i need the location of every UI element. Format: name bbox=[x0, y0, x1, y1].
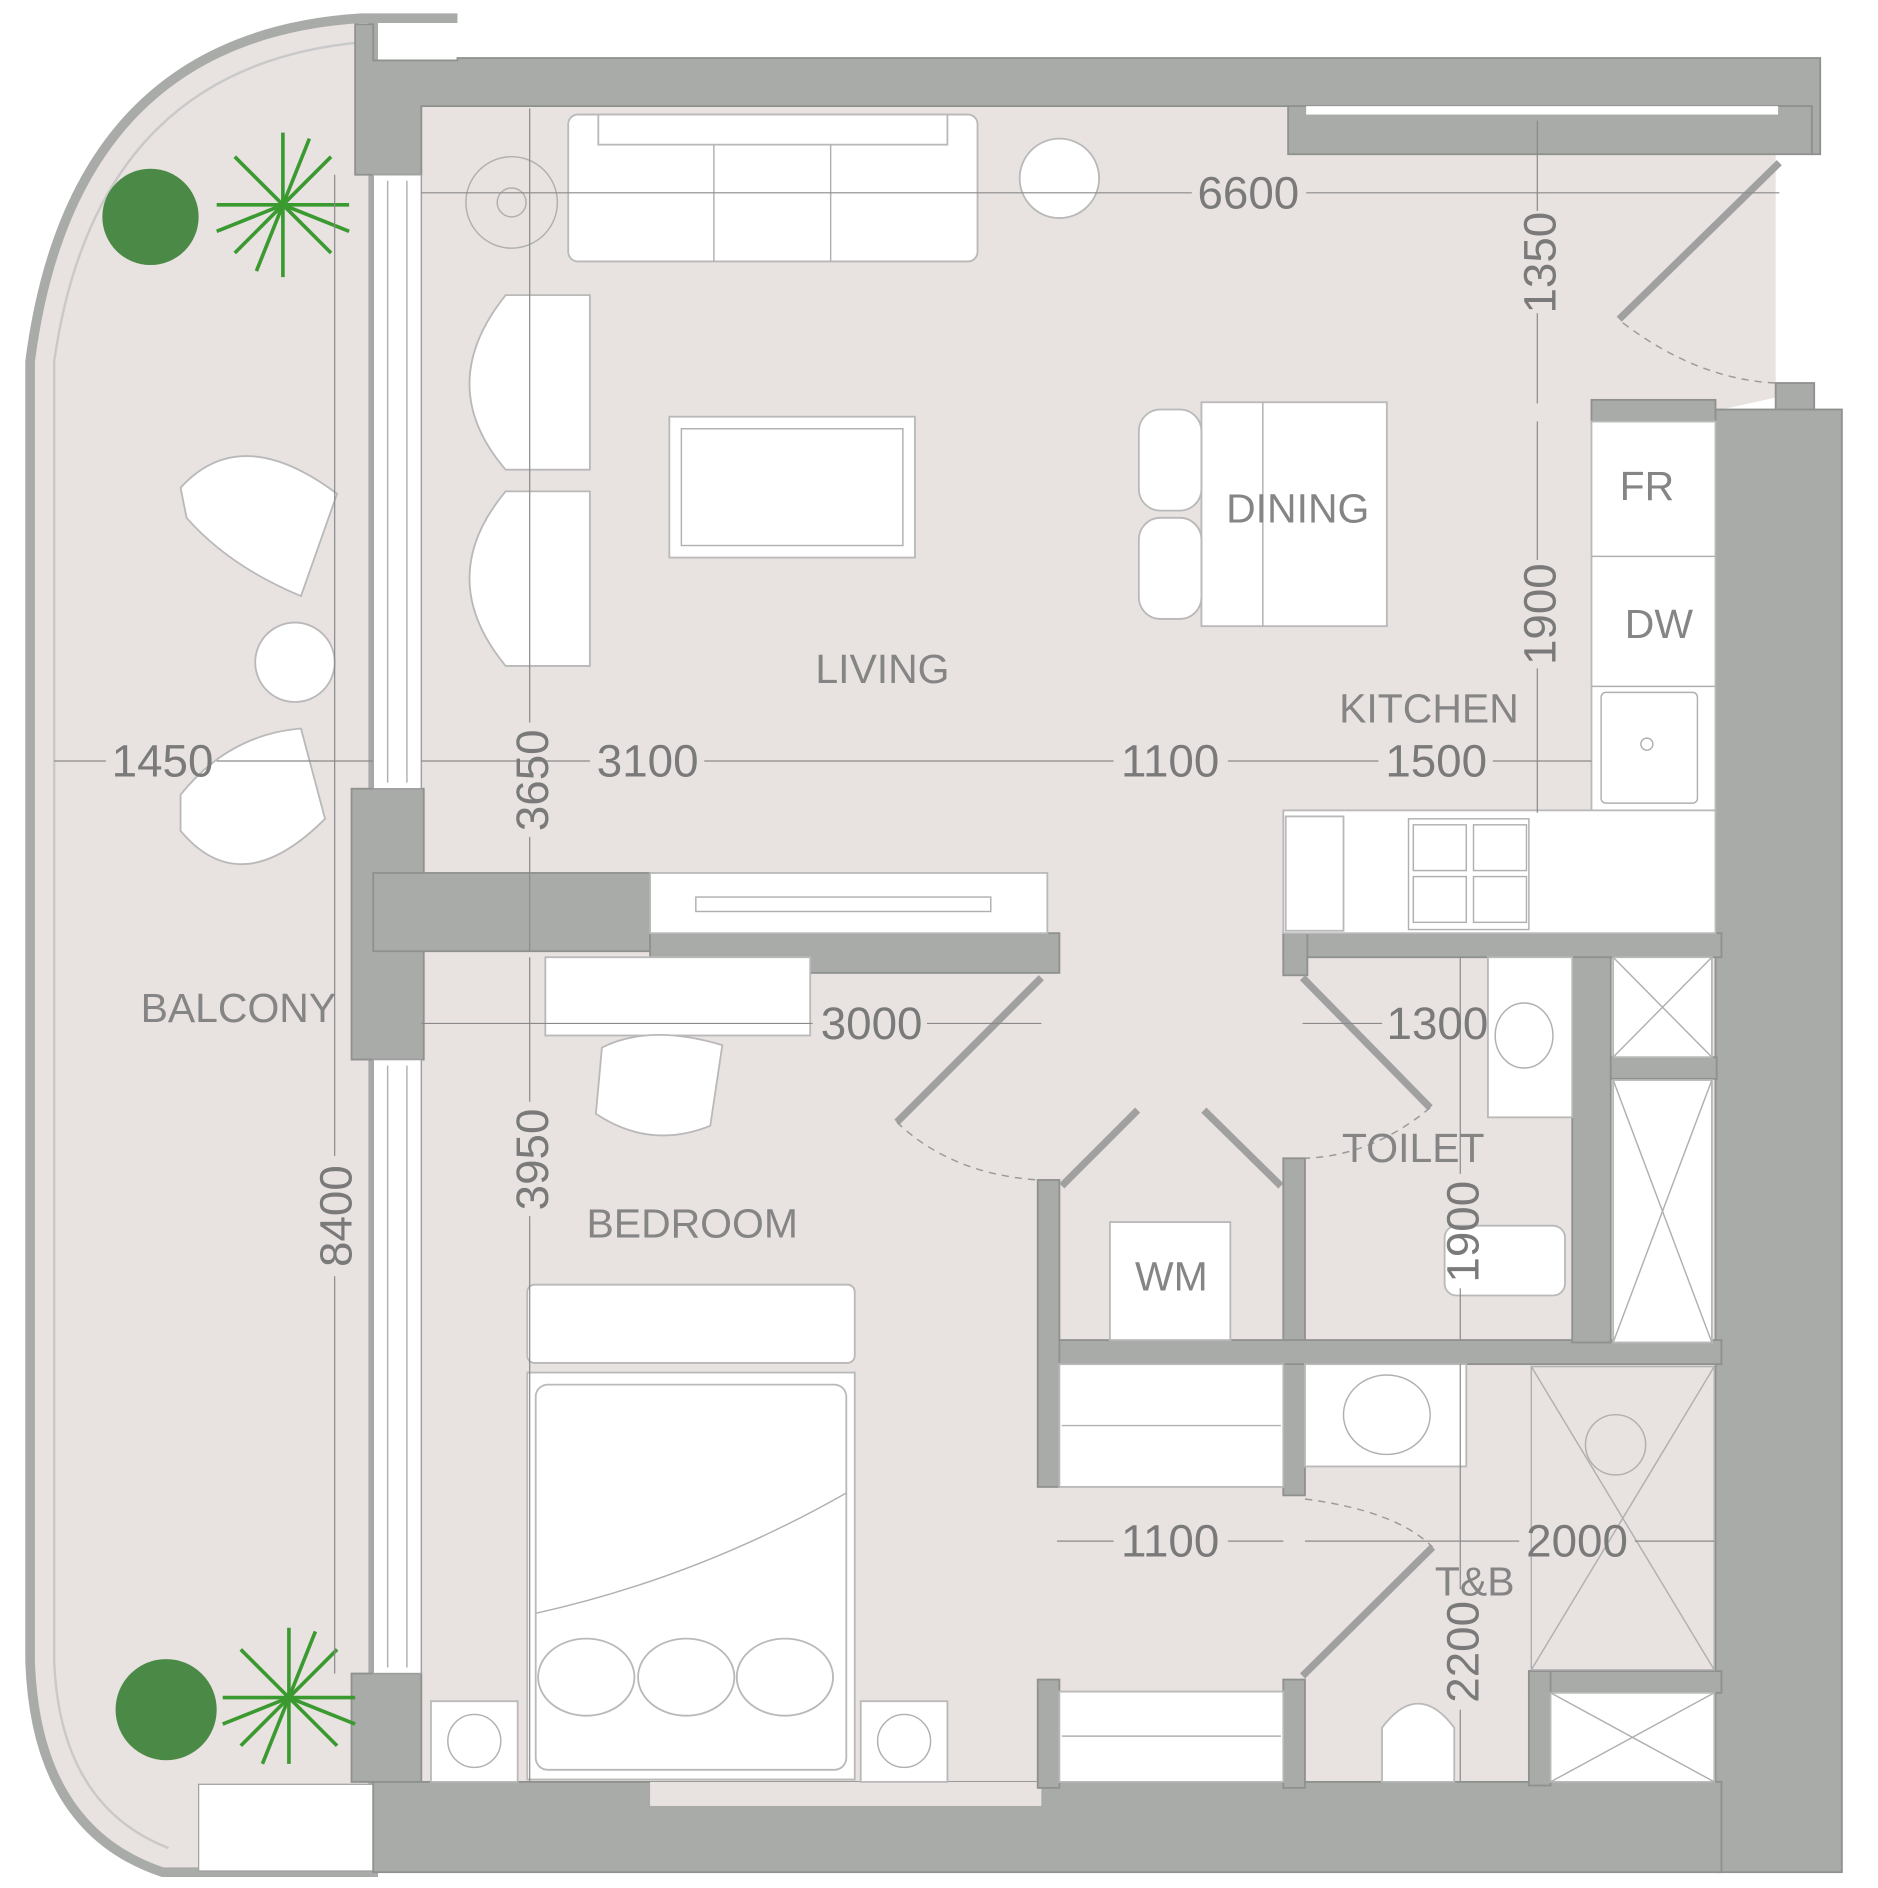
room-label-toilet: TOILET bbox=[1342, 1125, 1485, 1171]
wardrobe bbox=[1058, 1363, 1285, 1783]
room-label-dining: DINING bbox=[1226, 486, 1369, 532]
kitchen-counter bbox=[1282, 420, 1717, 935]
balcony-chair bbox=[179, 455, 339, 865]
room-label-kitchen: KITCHEN bbox=[1339, 685, 1519, 731]
dim-bedroom-width: 3000 bbox=[821, 998, 923, 1049]
desk bbox=[544, 956, 812, 1137]
indoor-plant-icon bbox=[465, 155, 559, 249]
toilet-door[interactable] bbox=[1299, 975, 1433, 1160]
tv-unit bbox=[649, 872, 1049, 935]
washing-machine bbox=[1109, 1221, 1232, 1341]
cooktop-icon bbox=[1407, 818, 1530, 931]
balcony bbox=[25, 13, 458, 1877]
room-label-balcony: BALCONY bbox=[141, 985, 337, 1031]
dim-corridor: 1100 bbox=[1121, 736, 1219, 787]
dim-kitchen-side: 1900 bbox=[1514, 563, 1565, 665]
bedroom-door[interactable] bbox=[894, 975, 1044, 1181]
room-label-bedroom: BEDROOM bbox=[586, 1201, 797, 1247]
side-table bbox=[1018, 137, 1101, 219]
dim-closet-width: 1100 bbox=[1121, 1516, 1219, 1567]
dim-living-depth: 3650 bbox=[507, 729, 558, 831]
appliance-label-fr: FR bbox=[1620, 463, 1675, 509]
appliance-label-dw: DW bbox=[1625, 601, 1694, 647]
shaft-icon bbox=[1549, 956, 1716, 1783]
dim-bedroom-depth: 3950 bbox=[507, 1109, 558, 1211]
dim-living-width: 3100 bbox=[597, 736, 699, 787]
shower-icon bbox=[1530, 1365, 1715, 1671]
dining-table bbox=[1137, 401, 1388, 628]
entrance-door[interactable] bbox=[1616, 160, 1782, 384]
dim-kitchen-width: 1500 bbox=[1385, 736, 1487, 787]
tb-door[interactable] bbox=[1300, 1498, 1436, 1679]
dimension-lines bbox=[54, 108, 1780, 1782]
dim-balcony-width: 1450 bbox=[112, 736, 214, 787]
room-label-tb: T&B bbox=[1435, 1558, 1515, 1604]
wc-icon bbox=[1381, 1224, 1566, 1783]
sofa bbox=[567, 113, 979, 263]
plant-icon bbox=[115, 1627, 356, 1765]
windows bbox=[372, 174, 423, 1675]
dim-kitchen-top: 1350 bbox=[1514, 212, 1565, 314]
room-label-living: LIVING bbox=[815, 646, 949, 692]
basin-icon bbox=[1304, 956, 1574, 1468]
dim-toilet-depth: 1900 bbox=[1437, 1181, 1488, 1283]
bed bbox=[526, 1283, 856, 1781]
appliance-label-wm: WM bbox=[1135, 1254, 1208, 1300]
coffee-table bbox=[668, 415, 916, 559]
laundry-door[interactable] bbox=[1059, 1107, 1284, 1189]
dim-tb-width: 2000 bbox=[1526, 1516, 1628, 1567]
dim-tb-depth: 2200 bbox=[1437, 1601, 1488, 1703]
nightstand bbox=[430, 1700, 949, 1783]
dim-balcony-length: 8400 bbox=[311, 1165, 362, 1267]
plant-icon bbox=[102, 132, 350, 278]
walls bbox=[350, 23, 1843, 1874]
dim-top-width: 6600 bbox=[1198, 167, 1300, 218]
dim-toilet-width: 1300 bbox=[1387, 998, 1489, 1049]
